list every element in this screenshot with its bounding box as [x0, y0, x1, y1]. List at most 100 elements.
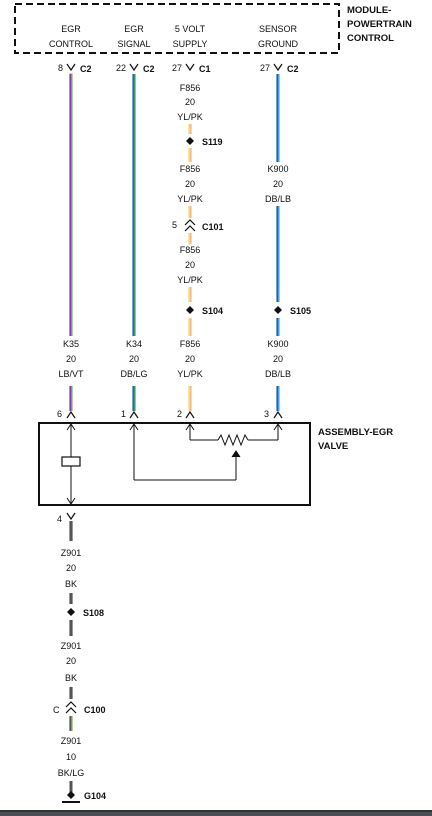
wire-label: DB/LB — [265, 194, 291, 204]
inline-connector-pin: 5 — [172, 220, 177, 230]
wire-label: YL/PK — [177, 112, 203, 122]
wire-label: 20 — [185, 354, 195, 364]
valve-pin-3: 3 — [264, 409, 269, 419]
wire-label: DB/LB — [265, 369, 291, 379]
ground-path-labels: Z901 20 BK Z901 20 BK Z901 10 BK/LG — [58, 548, 85, 778]
wire-k35-segment — [69, 74, 73, 336]
page-bottom-bar — [0, 812, 432, 816]
ground-circuit-labels: K900 20 DB/LB K900 20 DB/LB — [265, 164, 291, 379]
connector-symbol-icon — [273, 410, 283, 419]
module-name-line-3: CONTROL — [347, 33, 394, 44]
wire-label: YL/PK — [177, 369, 203, 379]
top-connector-5v-supply: 27 C1 — [172, 63, 211, 74]
module-name-line-1: MODULE- — [347, 5, 391, 16]
splice-s108: S108 — [83, 608, 104, 618]
wire-label: F856 — [180, 83, 201, 93]
wire-f856-segment — [188, 124, 192, 134]
module-name-line-2: POWERTRAIN — [347, 19, 412, 30]
wire-f856-segment — [188, 318, 192, 336]
wire-label: BK/LG — [58, 768, 85, 778]
supply-circuit-labels: F856 20 YL/PK F856 20 YL/PK F856 20 YL/P… — [177, 83, 203, 379]
wire-label: BK — [65, 579, 77, 589]
splice-dot-icon — [67, 791, 75, 799]
wire-k900-segment — [276, 318, 280, 336]
connector-id: C2 — [287, 64, 299, 74]
egr-valve-body — [38, 422, 311, 506]
pin-number: 27 — [260, 63, 270, 73]
connector-symbol-icon — [129, 410, 139, 419]
inline-connector-icon — [65, 701, 77, 714]
wire-label: 20 — [66, 656, 76, 666]
wire-label: Z901 — [61, 548, 82, 558]
wire-k900-segment — [276, 74, 280, 162]
wire-label: K34 — [126, 339, 142, 349]
connector-symbol-icon — [66, 410, 76, 419]
pin-number: 27 — [172, 63, 182, 73]
wire-f856-segment — [188, 287, 192, 302]
connector-symbol-icon — [129, 63, 139, 72]
wire-label: F856 — [180, 245, 201, 255]
wire-label: YL/PK — [177, 194, 203, 204]
pin-label-egr-signal-1: EGR — [124, 24, 144, 34]
inline-connector-icon — [184, 219, 196, 232]
wire-label: YL/PK — [177, 275, 203, 285]
wire-label: F856 — [180, 164, 201, 174]
connector-id: C1 — [199, 64, 211, 74]
ground-label: G104 — [84, 791, 106, 801]
top-connector-egr-control: 8 C2 — [58, 63, 92, 74]
wire-label: F856 — [180, 339, 201, 349]
valve-name-line-2: VALVE — [318, 441, 348, 452]
pin-number: 8 — [58, 63, 63, 73]
top-connector-egr-signal: 22 C2 — [116, 63, 155, 74]
connector-symbol-icon — [273, 63, 283, 72]
valve-pin-1: 1 — [121, 409, 126, 419]
valve-pin-4: 4 — [57, 514, 62, 524]
splice-dot-icon — [274, 306, 282, 314]
connector-id: C2 — [143, 64, 155, 74]
wire-label: K900 — [267, 164, 288, 174]
top-connector-sensor-ground: 27 C2 — [260, 63, 299, 74]
wire-label: BK — [65, 673, 77, 683]
splice-s105: S105 — [290, 306, 311, 316]
wire-label: 10 — [66, 752, 76, 762]
ground-g104: G104 — [62, 781, 106, 803]
connector-symbol-icon — [66, 512, 76, 521]
splice-dot-icon — [67, 608, 75, 616]
wire-k35-segment — [69, 386, 73, 411]
wire-f856-segment — [188, 233, 192, 244]
valve-name-line-1: ASSEMBLY-EGR — [318, 427, 393, 438]
valve-pin-6: 6 — [57, 409, 62, 419]
wire-k900-segment — [276, 206, 280, 302]
pin-label-egr-signal-2: SIGNAL — [117, 39, 150, 49]
splice-s104: S104 — [202, 306, 223, 316]
inline-connector-pin: C — [53, 705, 60, 715]
pin-label-5v-supply-2: SUPPLY — [173, 39, 208, 49]
pin-label-egr-control-1: EGR — [61, 24, 81, 34]
wire-label: 20 — [273, 354, 283, 364]
wire-label: 20 — [185, 260, 195, 270]
wire-label: 20 — [66, 563, 76, 573]
wire-label: 20 — [185, 179, 195, 189]
pin-label-sensor-ground-1: SENSOR — [259, 24, 298, 34]
wire-label: K900 — [267, 339, 288, 349]
solenoid-coil-icon — [61, 456, 81, 467]
connector-symbol-icon — [66, 63, 76, 72]
wire-f856-segment — [69, 73, 73, 74]
wire-k900-segment — [276, 386, 280, 411]
wire-f856-segment — [188, 148, 192, 162]
egr-solenoid — [61, 423, 81, 505]
wire-label: LB/VT — [58, 369, 84, 379]
wire-label: 20 — [185, 97, 195, 107]
wire-label: 20 — [273, 179, 283, 189]
pin-number: 22 — [116, 63, 126, 73]
inline-connector-c100: C100 — [84, 705, 106, 715]
pin-label-5v-supply-1: 5 VOLT — [175, 24, 206, 34]
wire-label: Z901 — [61, 641, 82, 651]
wire-f856-segment — [188, 386, 192, 411]
wire-k34-segment — [132, 74, 136, 336]
connector-id: C2 — [80, 64, 92, 74]
connector-symbol-icon — [185, 63, 195, 72]
connector-symbol-icon — [185, 410, 195, 419]
egr-position-sensor — [129, 423, 283, 481]
splice-s119: S119 — [202, 137, 223, 147]
